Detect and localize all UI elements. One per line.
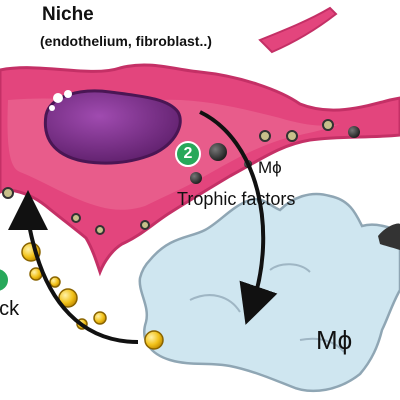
feedback-label: ack xyxy=(0,298,20,320)
step-2-badge: 2 xyxy=(175,141,201,167)
dark-particle xyxy=(378,223,400,250)
macrophage-fold xyxy=(189,263,345,353)
feedback-arrow xyxy=(8,190,139,344)
niche-subtitle: (endothelium, fibroblast..) xyxy=(40,33,212,49)
nucleus-highlight xyxy=(53,93,63,103)
nucleus-highlight xyxy=(64,90,72,98)
niche-cell-process xyxy=(258,6,338,54)
nucleus-highlight xyxy=(49,105,55,111)
macrophage-cell xyxy=(138,192,400,393)
nucleus xyxy=(43,89,182,165)
niche-title: Niche xyxy=(42,4,94,25)
macrophage-label: Mϕ xyxy=(316,325,353,355)
mphi-recruit-arrow xyxy=(199,110,278,325)
trophic-factors-label: Trophic factors xyxy=(177,189,296,209)
mphi-arrow-label: Mϕ xyxy=(258,158,282,177)
